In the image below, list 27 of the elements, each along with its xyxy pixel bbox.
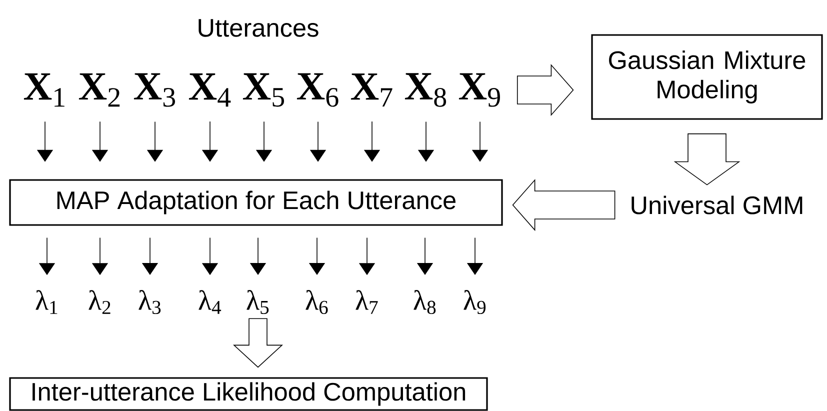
model-symbol: λ$_{8}$ [414, 290, 436, 314]
model-symbol: λ$_{4}$ [198, 290, 222, 314]
utterance-symbol: X$_{8}$ [404, 73, 446, 107]
block-arrow [232, 318, 284, 368]
utterance-symbol: X$_{5}$ [242, 73, 284, 107]
model-symbol: λ$_{7}$ [356, 290, 378, 314]
model-label: Universal GMM [632, 196, 802, 214]
utterance-symbol: X$_{3}$ [134, 73, 176, 107]
block-arrow [512, 178, 616, 232]
utterance-symbol: X$_{2}$ [78, 73, 120, 107]
model-symbol: λ$_{1}$ [36, 290, 58, 314]
model-symbol: λ$_{6}$ [306, 290, 328, 314]
heading-label: Utterances [198, 19, 318, 37]
process-box: Inter-utterance Likelihood Computation [9, 377, 488, 411]
utterance-symbol: X$_{6}$ [296, 73, 338, 107]
utterance-symbol: X$_{9}$ [458, 73, 500, 107]
model-symbol: λ$_{2}$ [88, 290, 110, 314]
model-symbol: λ$_{3}$ [138, 290, 161, 314]
utterance-symbol: X$_{7}$ [350, 73, 392, 107]
block-arrow [516, 64, 574, 116]
block-arrow [674, 133, 740, 186]
model-symbol: λ$_{9}$ [464, 290, 486, 314]
utterance-symbol: X$_{4}$ [188, 73, 231, 107]
utterance-symbol: X$_{1}$ [24, 73, 64, 107]
process-box: MAP Adaptation for Each Utterance [9, 179, 503, 226]
model-symbol: λ$_{5}$ [246, 290, 269, 314]
process-box: Gaussian Mixture Modeling [591, 34, 823, 120]
